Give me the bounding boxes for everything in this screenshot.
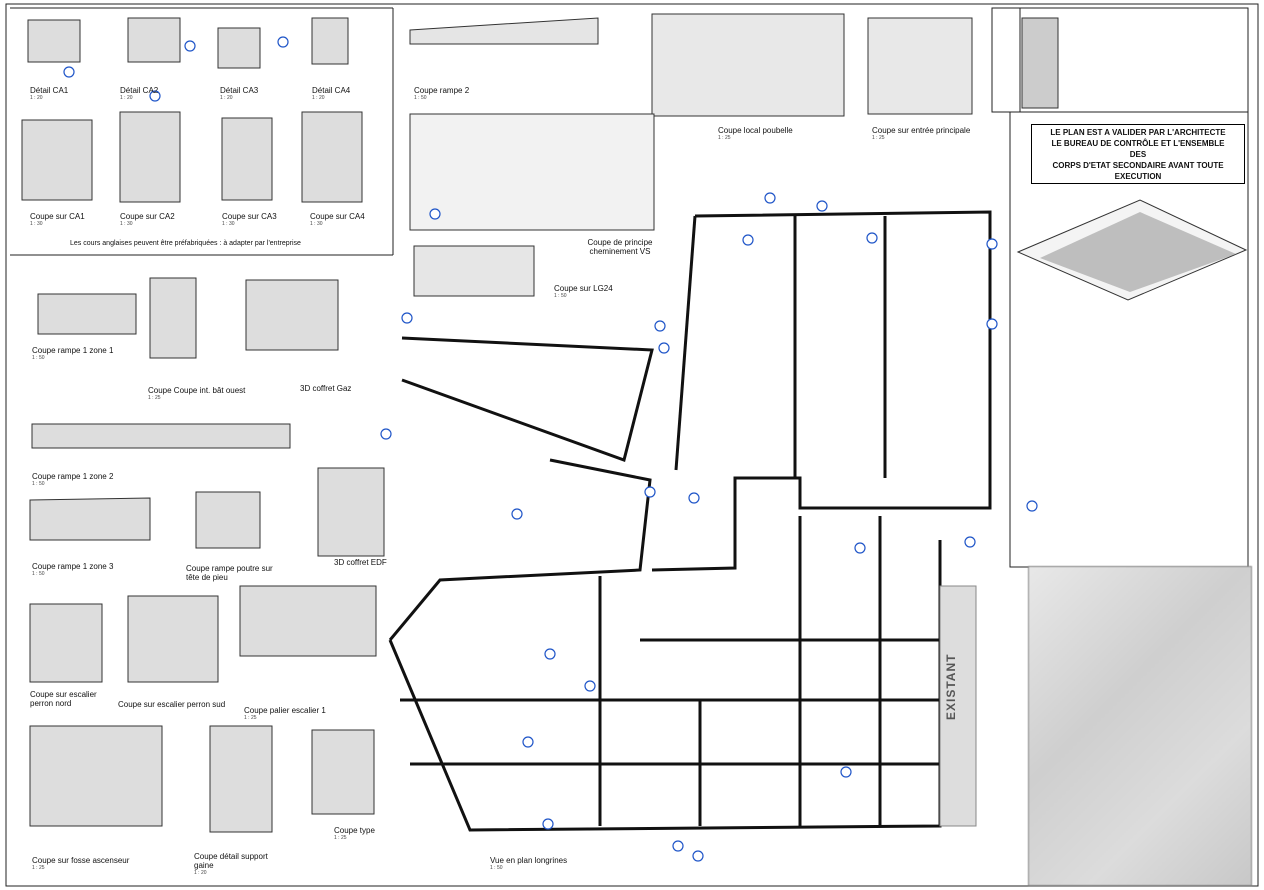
view-label: 3D coffret EDF: [334, 558, 387, 567]
view-label: 3D coffret Gaz: [300, 384, 352, 393]
warning-line: DES: [1129, 150, 1147, 159]
warning-line: LE PLAN EST A VALIDER PAR L'ARCHITECTE: [1050, 128, 1226, 137]
view-label: Coupe rampe poutre sur tête de pieu: [186, 564, 273, 582]
warning-line: EXECUTION: [1114, 172, 1162, 181]
view-label: Coupe de principe cheminement VS: [587, 238, 653, 256]
warning-line: LE BUREAU DE CONTRÔLE ET L'ENSEMBLE: [1051, 139, 1225, 148]
warning-line: CORPS D'ETAT SECONDAIRE AVANT TOUTE: [1052, 161, 1224, 170]
view-label: Coupe sur escalier perron sud: [118, 700, 226, 709]
cours-anglaises-note: Les cours anglaises peuvent être préfabr…: [70, 240, 301, 247]
validation-warning-box: LE PLAN EST A VALIDER PAR L'ARCHITECTE L…: [1031, 124, 1245, 184]
existing-building-label: EXISTANT: [944, 653, 958, 720]
view-label: Coupe sur escalier perron nord: [30, 690, 97, 708]
title-block-redacted: [1028, 566, 1252, 886]
